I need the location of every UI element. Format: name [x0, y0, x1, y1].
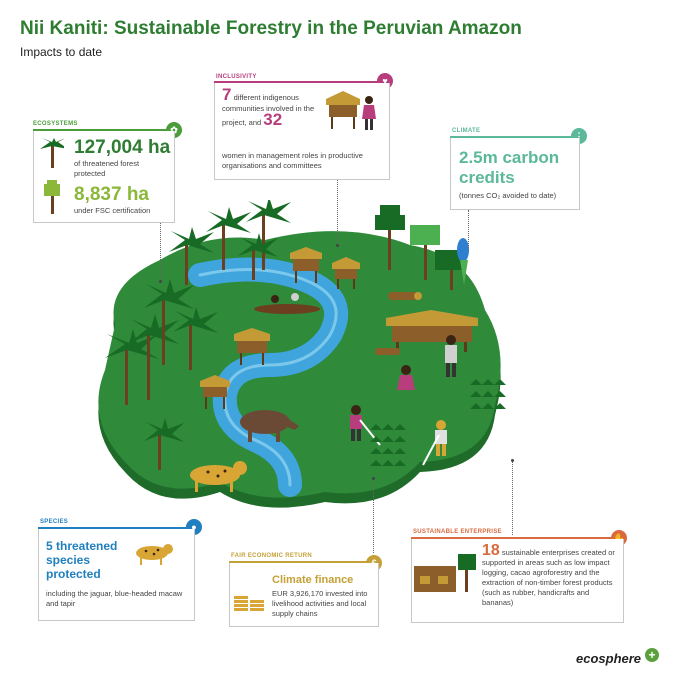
ecosystems-category: ECOSYSTEMS [33, 121, 78, 127]
fair-economic-leader-dot [372, 477, 375, 480]
crop-fields [370, 379, 506, 466]
ecosystems-stat2-value: 8,837 ha [74, 184, 149, 205]
boat-person-1 [271, 295, 279, 303]
enterprise-num: 18 [482, 542, 500, 559]
inclusivity-num1: 7 [222, 85, 232, 104]
species-text: including the jaguar, blue-headed macaw … [46, 589, 183, 608]
jaguar-animal [190, 461, 247, 492]
climate-leader [468, 210, 470, 250]
inclusivity-category: INCLUSIVITY [216, 74, 257, 80]
climate-category: CLIMATE [452, 128, 481, 134]
round-trees [375, 205, 463, 290]
inclusivity-card-body [214, 83, 390, 180]
woman-icon [362, 96, 376, 130]
ecosystems-stat1-value: 127,004 ha [74, 137, 171, 158]
enterprise-leader [512, 460, 514, 535]
tapir-animal [240, 410, 299, 442]
coin-stacks-icon [234, 596, 264, 611]
jaguar-icon [136, 544, 173, 565]
palm-tree-icon [40, 138, 64, 168]
macaw-bird [457, 238, 469, 285]
enterprise-category: SUSTAINABLE ENTERPRISE [413, 529, 502, 535]
inclusivity-text2: women in management roles in productive … [222, 151, 363, 170]
ecosystems-leader [160, 222, 162, 280]
climate-bar [450, 136, 580, 139]
house-and-tree-icon [414, 554, 476, 592]
enterprise-text: sustainable enterprises created or suppo… [482, 548, 615, 607]
palm-trees [105, 200, 291, 470]
page-subtitle: Impacts to date [20, 45, 103, 59]
fair-economic-text: EUR 3,926,170 invested into livelihood a… [272, 589, 368, 618]
river-highlight [198, 268, 338, 487]
tree-icon [44, 180, 60, 214]
species-value: 5 threatened species protected [46, 539, 118, 581]
fair-economic-category: FAIR ECONOMIC RETURN [231, 553, 312, 559]
ecosystems-bar [33, 129, 175, 132]
inclusivity-leader [337, 180, 339, 245]
inclusivity-leader-dot [336, 244, 339, 247]
logs [375, 292, 422, 355]
inclusivity-num2: 32 [263, 110, 283, 129]
fair-economic-bar [229, 561, 379, 564]
climate-card-body [450, 138, 580, 210]
inclusivity-text1: different indigenous communities involve… [222, 93, 315, 127]
boat-person-2 [291, 293, 299, 301]
inclusivity-text-block: 7 different indigenous communities invol… [222, 86, 322, 129]
boat [254, 304, 320, 314]
species-category: SPECIES [40, 519, 69, 525]
people [350, 335, 457, 466]
ecosystems-leader-dot [159, 280, 162, 283]
forest-map-illustration [98, 200, 506, 508]
species-bar [38, 527, 195, 530]
ecosystems-stat1-text: of threatened forest protected [74, 159, 140, 178]
enterprise-card-body [411, 539, 624, 623]
stilt-house-icon [326, 91, 360, 129]
fair-economic-card-body [229, 563, 379, 627]
inclusivity-bar [214, 81, 390, 84]
enterprise-text-block: 18 sustainable enterprises created or su… [482, 543, 618, 608]
climate-value: 2.5m carbon credits [459, 148, 560, 187]
ecosphere-logo: ecosphere [576, 651, 642, 666]
fair-economic-leader [373, 478, 375, 553]
fair-economic-heading: Climate finance [272, 574, 354, 586]
ecosystems-stat2-text: under FSC certification [74, 206, 151, 215]
stilt-houses [200, 247, 478, 409]
enterprise-leader-dot [511, 459, 514, 462]
climate-note: (tonnes CO₂ avoided to date) [459, 191, 557, 200]
enterprise-bar [411, 537, 624, 540]
plus-icon: + [645, 648, 659, 662]
page-title: Nii Kaniti: Sustainable Forestry in the … [20, 18, 522, 39]
